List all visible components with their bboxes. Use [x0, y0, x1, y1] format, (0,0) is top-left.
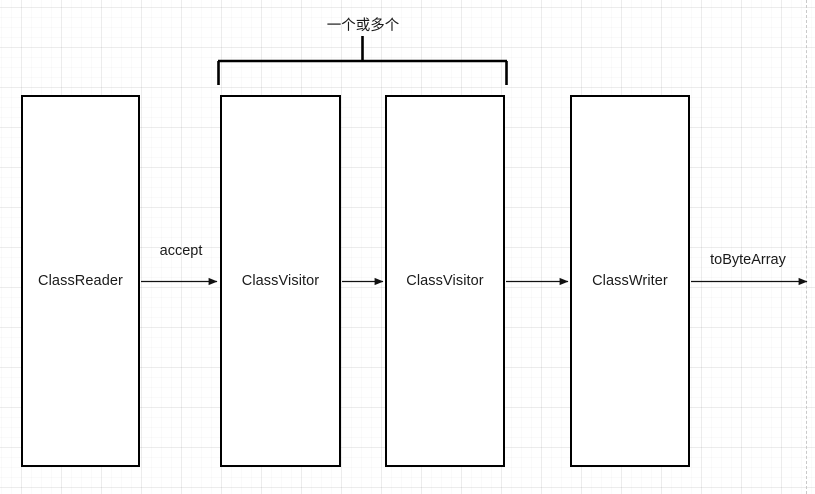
- grouping-bracket: [217, 36, 508, 85]
- node-class-writer-label: ClassWriter: [592, 273, 668, 289]
- node-class-visitor-1-label: ClassVisitor: [241, 273, 320, 289]
- page-boundary-guide: [806, 0, 807, 494]
- node-class-visitor-2[interactable]: ClassVisitor: [385, 95, 505, 467]
- node-class-visitor-1[interactable]: ClassVisitor: [220, 95, 341, 467]
- node-class-reader[interactable]: ClassReader: [21, 95, 140, 467]
- node-class-visitor-2-label: ClassVisitor: [406, 273, 484, 289]
- bracket-annotation-label: 一个或多个: [326, 18, 400, 34]
- node-class-reader-label: ClassReader: [38, 273, 123, 289]
- node-class-writer[interactable]: ClassWriter: [570, 95, 690, 467]
- edge-label-accept: accept: [159, 243, 203, 259]
- edge-label-tobytearray: toByteArray: [710, 252, 786, 268]
